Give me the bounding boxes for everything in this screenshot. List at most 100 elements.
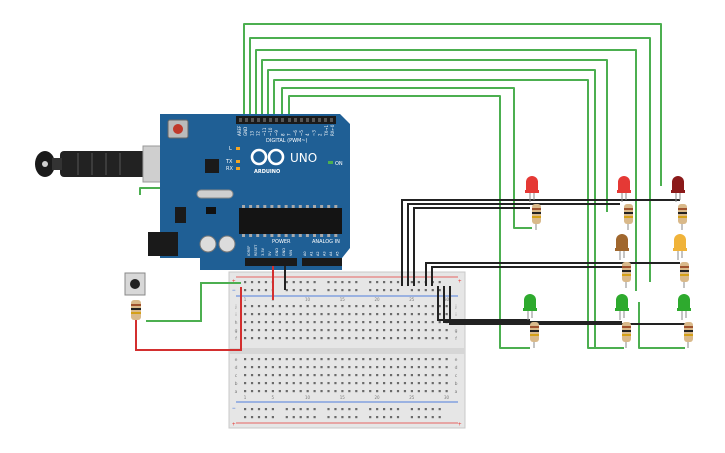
rail-hole[interactable]: [244, 416, 247, 419]
hole[interactable]: [431, 337, 434, 340]
hole[interactable]: [424, 382, 427, 385]
hole[interactable]: [369, 390, 372, 393]
hole[interactable]: [417, 329, 420, 332]
hole[interactable]: [306, 390, 309, 393]
hole[interactable]: [244, 390, 247, 393]
rail-hole[interactable]: [369, 289, 372, 292]
rail-hole[interactable]: [341, 408, 344, 411]
hole[interactable]: [250, 329, 254, 332]
hole[interactable]: [250, 358, 254, 361]
hole[interactable]: [417, 358, 420, 361]
hole[interactable]: [257, 358, 261, 361]
hole[interactable]: [244, 358, 247, 361]
hole[interactable]: [341, 305, 344, 308]
hole[interactable]: [285, 321, 288, 324]
hole[interactable]: [369, 358, 372, 361]
rail-hole[interactable]: [327, 416, 330, 419]
rail-hole[interactable]: [250, 408, 254, 411]
rail-hole[interactable]: [417, 281, 420, 284]
rail-hole[interactable]: [348, 416, 351, 419]
hole[interactable]: [362, 305, 365, 308]
hole[interactable]: [376, 382, 379, 385]
rail-hole[interactable]: [355, 289, 358, 292]
reset-button-cap[interactable]: [173, 124, 183, 134]
rail-hole[interactable]: [306, 416, 309, 419]
hole[interactable]: [271, 390, 274, 393]
hole[interactable]: [355, 382, 358, 385]
hole[interactable]: [244, 313, 247, 316]
rail-hole[interactable]: [396, 281, 400, 284]
hole[interactable]: [334, 366, 337, 369]
hole[interactable]: [438, 358, 441, 361]
hole[interactable]: [271, 313, 274, 316]
hole[interactable]: [403, 313, 407, 316]
rail-hole[interactable]: [348, 289, 351, 292]
hole[interactable]: [389, 366, 393, 369]
rail-hole[interactable]: [264, 281, 268, 284]
hole[interactable]: [445, 305, 448, 308]
hole[interactable]: [383, 313, 386, 316]
rail-hole[interactable]: [292, 289, 295, 292]
hole[interactable]: [327, 366, 330, 369]
hole[interactable]: [410, 305, 413, 308]
hole[interactable]: [320, 329, 323, 332]
hole[interactable]: [313, 321, 316, 324]
hole[interactable]: [445, 313, 448, 316]
hole[interactable]: [244, 382, 247, 385]
hole[interactable]: [327, 313, 330, 316]
hole[interactable]: [438, 305, 441, 308]
hole[interactable]: [264, 329, 268, 332]
hole[interactable]: [403, 382, 407, 385]
rail-hole[interactable]: [313, 408, 316, 411]
hole[interactable]: [396, 329, 400, 332]
hole[interactable]: [285, 374, 288, 377]
hole[interactable]: [271, 366, 274, 369]
hole[interactable]: [250, 390, 254, 393]
hole[interactable]: [376, 374, 379, 377]
rail-hole[interactable]: [376, 281, 379, 284]
rail-hole[interactable]: [348, 281, 351, 284]
hole[interactable]: [320, 374, 323, 377]
hole[interactable]: [285, 366, 288, 369]
hole[interactable]: [410, 313, 413, 316]
hole[interactable]: [278, 329, 281, 332]
hole[interactable]: [355, 390, 358, 393]
rail-hole[interactable]: [348, 408, 351, 411]
hole[interactable]: [341, 366, 344, 369]
hole[interactable]: [320, 313, 323, 316]
rail-hole[interactable]: [410, 289, 413, 292]
hole[interactable]: [327, 358, 330, 361]
rail-hole[interactable]: [438, 408, 441, 411]
hole[interactable]: [369, 337, 372, 340]
hole[interactable]: [299, 337, 302, 340]
hole[interactable]: [403, 329, 407, 332]
hole[interactable]: [257, 321, 261, 324]
hole[interactable]: [341, 374, 344, 377]
rail-hole[interactable]: [306, 281, 309, 284]
hole[interactable]: [383, 305, 386, 308]
hole[interactable]: [341, 321, 344, 324]
hole[interactable]: [306, 358, 309, 361]
hole[interactable]: [383, 390, 386, 393]
rail-hole[interactable]: [383, 416, 386, 419]
rail-hole[interactable]: [431, 408, 434, 411]
hole[interactable]: [320, 321, 323, 324]
hole[interactable]: [424, 313, 427, 316]
hole[interactable]: [292, 390, 295, 393]
hole[interactable]: [348, 329, 351, 332]
hole[interactable]: [376, 313, 379, 316]
rail-hole[interactable]: [355, 281, 358, 284]
hole[interactable]: [250, 313, 254, 316]
hole[interactable]: [348, 358, 351, 361]
hole[interactable]: [313, 329, 316, 332]
rail-hole[interactable]: [313, 289, 316, 292]
hole[interactable]: [396, 321, 400, 324]
hole[interactable]: [306, 329, 309, 332]
hole[interactable]: [306, 382, 309, 385]
hole[interactable]: [424, 374, 427, 377]
hole[interactable]: [278, 366, 281, 369]
hole[interactable]: [396, 313, 400, 316]
hole[interactable]: [355, 305, 358, 308]
hole[interactable]: [445, 382, 448, 385]
hole[interactable]: [376, 358, 379, 361]
